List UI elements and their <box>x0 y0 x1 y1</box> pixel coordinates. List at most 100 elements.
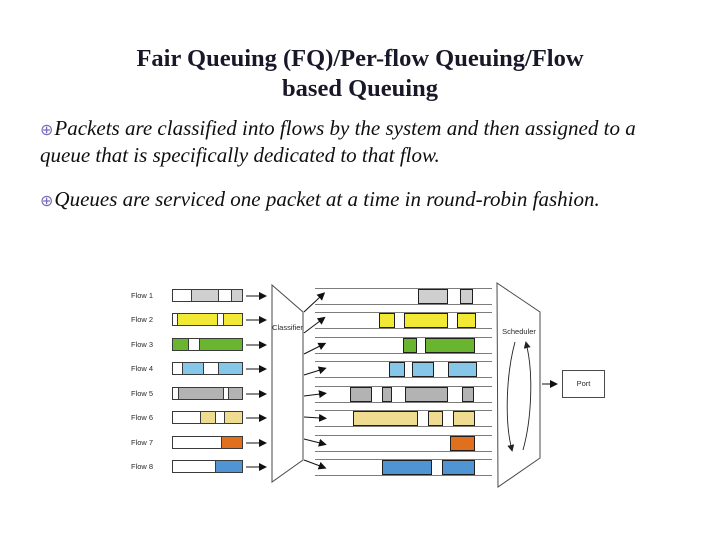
queue-packet <box>353 411 419 426</box>
packet-segment <box>173 412 200 423</box>
queue-packet <box>378 313 395 328</box>
queue-lane-line <box>315 475 492 476</box>
flow-label: Flow 2 <box>131 315 154 324</box>
queue-packet <box>381 387 392 402</box>
bullet-marker-icon: ⊕ <box>40 120 54 139</box>
queue-packet <box>450 436 476 451</box>
queue-packet <box>403 338 417 353</box>
queue-lane-line <box>315 410 492 411</box>
fan-arrow <box>303 366 327 376</box>
flow-bar <box>172 289 243 302</box>
packet-segment <box>173 339 188 350</box>
round-robin-arrows <box>506 341 532 452</box>
packet-segment <box>199 412 216 423</box>
packet-segment <box>221 437 242 448</box>
queue-packet <box>418 289 448 304</box>
queue-lane-line <box>315 337 492 338</box>
classifier-fan-arrows <box>303 292 327 470</box>
flow-bar <box>172 387 243 400</box>
queue-lane-line <box>315 426 492 427</box>
queue-packet <box>461 387 474 402</box>
queue-lane-line <box>315 304 492 305</box>
flow-bar <box>172 313 243 326</box>
queue-lane-line <box>315 361 492 362</box>
fan-arrow <box>303 413 327 422</box>
queue-packet <box>460 289 474 304</box>
packet-segment <box>173 363 182 374</box>
queue-lane-line <box>315 377 492 378</box>
packet-segment <box>218 290 231 301</box>
packet-segment <box>222 314 242 325</box>
round-robin-down-arrow <box>506 341 516 452</box>
queue-lane-line <box>315 312 492 313</box>
queue-packet <box>441 460 475 475</box>
packet-segment <box>217 363 242 374</box>
bullet-text: Queues are serviced one packet at a time… <box>54 187 600 211</box>
queue-packet <box>456 313 477 328</box>
packet-segment <box>203 363 218 374</box>
classifier-shape <box>271 283 304 483</box>
classifier-label: Classifier <box>272 323 303 332</box>
flow-bar <box>172 436 243 449</box>
packet-segment <box>177 388 223 399</box>
queue-lane-line <box>315 435 492 436</box>
fan-arrow <box>303 390 327 399</box>
flow-bar <box>172 338 243 351</box>
queue-packet <box>389 362 406 377</box>
packet-segment <box>230 290 242 301</box>
packet-segment <box>176 314 217 325</box>
flow-bar <box>172 460 243 473</box>
packet-segment <box>182 363 204 374</box>
queue-lane-line <box>315 402 492 403</box>
queue-lane-line <box>315 451 492 452</box>
packet-segment <box>173 290 191 301</box>
flow-input-arrows <box>246 292 267 471</box>
packet-segment <box>228 388 242 399</box>
packet-segment <box>173 437 222 448</box>
queue-lane-line <box>315 353 492 354</box>
packet-segment <box>173 461 216 472</box>
queue-packet <box>403 313 448 328</box>
packet-segment <box>216 314 223 325</box>
packet-segment <box>215 412 225 423</box>
port-label: Port <box>576 379 591 388</box>
packet-segment <box>222 388 229 399</box>
queue-packet <box>424 338 475 353</box>
port-box: Port <box>562 370 605 398</box>
queue-packet <box>381 460 432 475</box>
packet-segment <box>198 339 242 350</box>
queue-packet <box>411 362 434 377</box>
bullet-text: Packets are classified into flows by the… <box>40 116 636 167</box>
queue-packet <box>453 411 475 426</box>
packet-segment <box>187 339 199 350</box>
queue-lane-line <box>315 459 492 460</box>
queue-packet <box>350 387 372 402</box>
queue-lane-line <box>315 386 492 387</box>
packet-segment <box>173 314 177 325</box>
page-title: Fair Queuing (FQ)/Per-flow Queuing/Flow … <box>136 45 584 102</box>
flow-label: Flow 6 <box>131 413 154 422</box>
bullet-item: ⊕Packets are classified into flows by th… <box>40 116 640 167</box>
fan-arrow <box>303 438 327 447</box>
bullet-list: ⊕Packets are classified into flows by th… <box>40 116 640 234</box>
packet-segment <box>190 290 219 301</box>
fan-arrow <box>303 316 326 334</box>
queue-packet <box>447 362 477 377</box>
scheduler-label: Scheduler <box>502 327 536 336</box>
queue-packet <box>428 411 444 426</box>
packet-segment <box>224 412 242 423</box>
flow-label: Flow 3 <box>131 340 154 349</box>
flow-bar <box>172 411 243 424</box>
queue-packet <box>404 387 448 402</box>
bullet-marker-icon: ⊕ <box>40 191 54 210</box>
packet-segment <box>215 461 242 472</box>
flow-bar <box>172 362 243 375</box>
fan-arrow <box>303 459 327 470</box>
flow-label: Flow 4 <box>131 364 154 373</box>
queue-lane-line <box>315 328 492 329</box>
round-robin-up-arrow <box>522 341 532 451</box>
flow-label: Flow 8 <box>131 462 154 471</box>
flow-label: Flow 7 <box>131 438 154 447</box>
